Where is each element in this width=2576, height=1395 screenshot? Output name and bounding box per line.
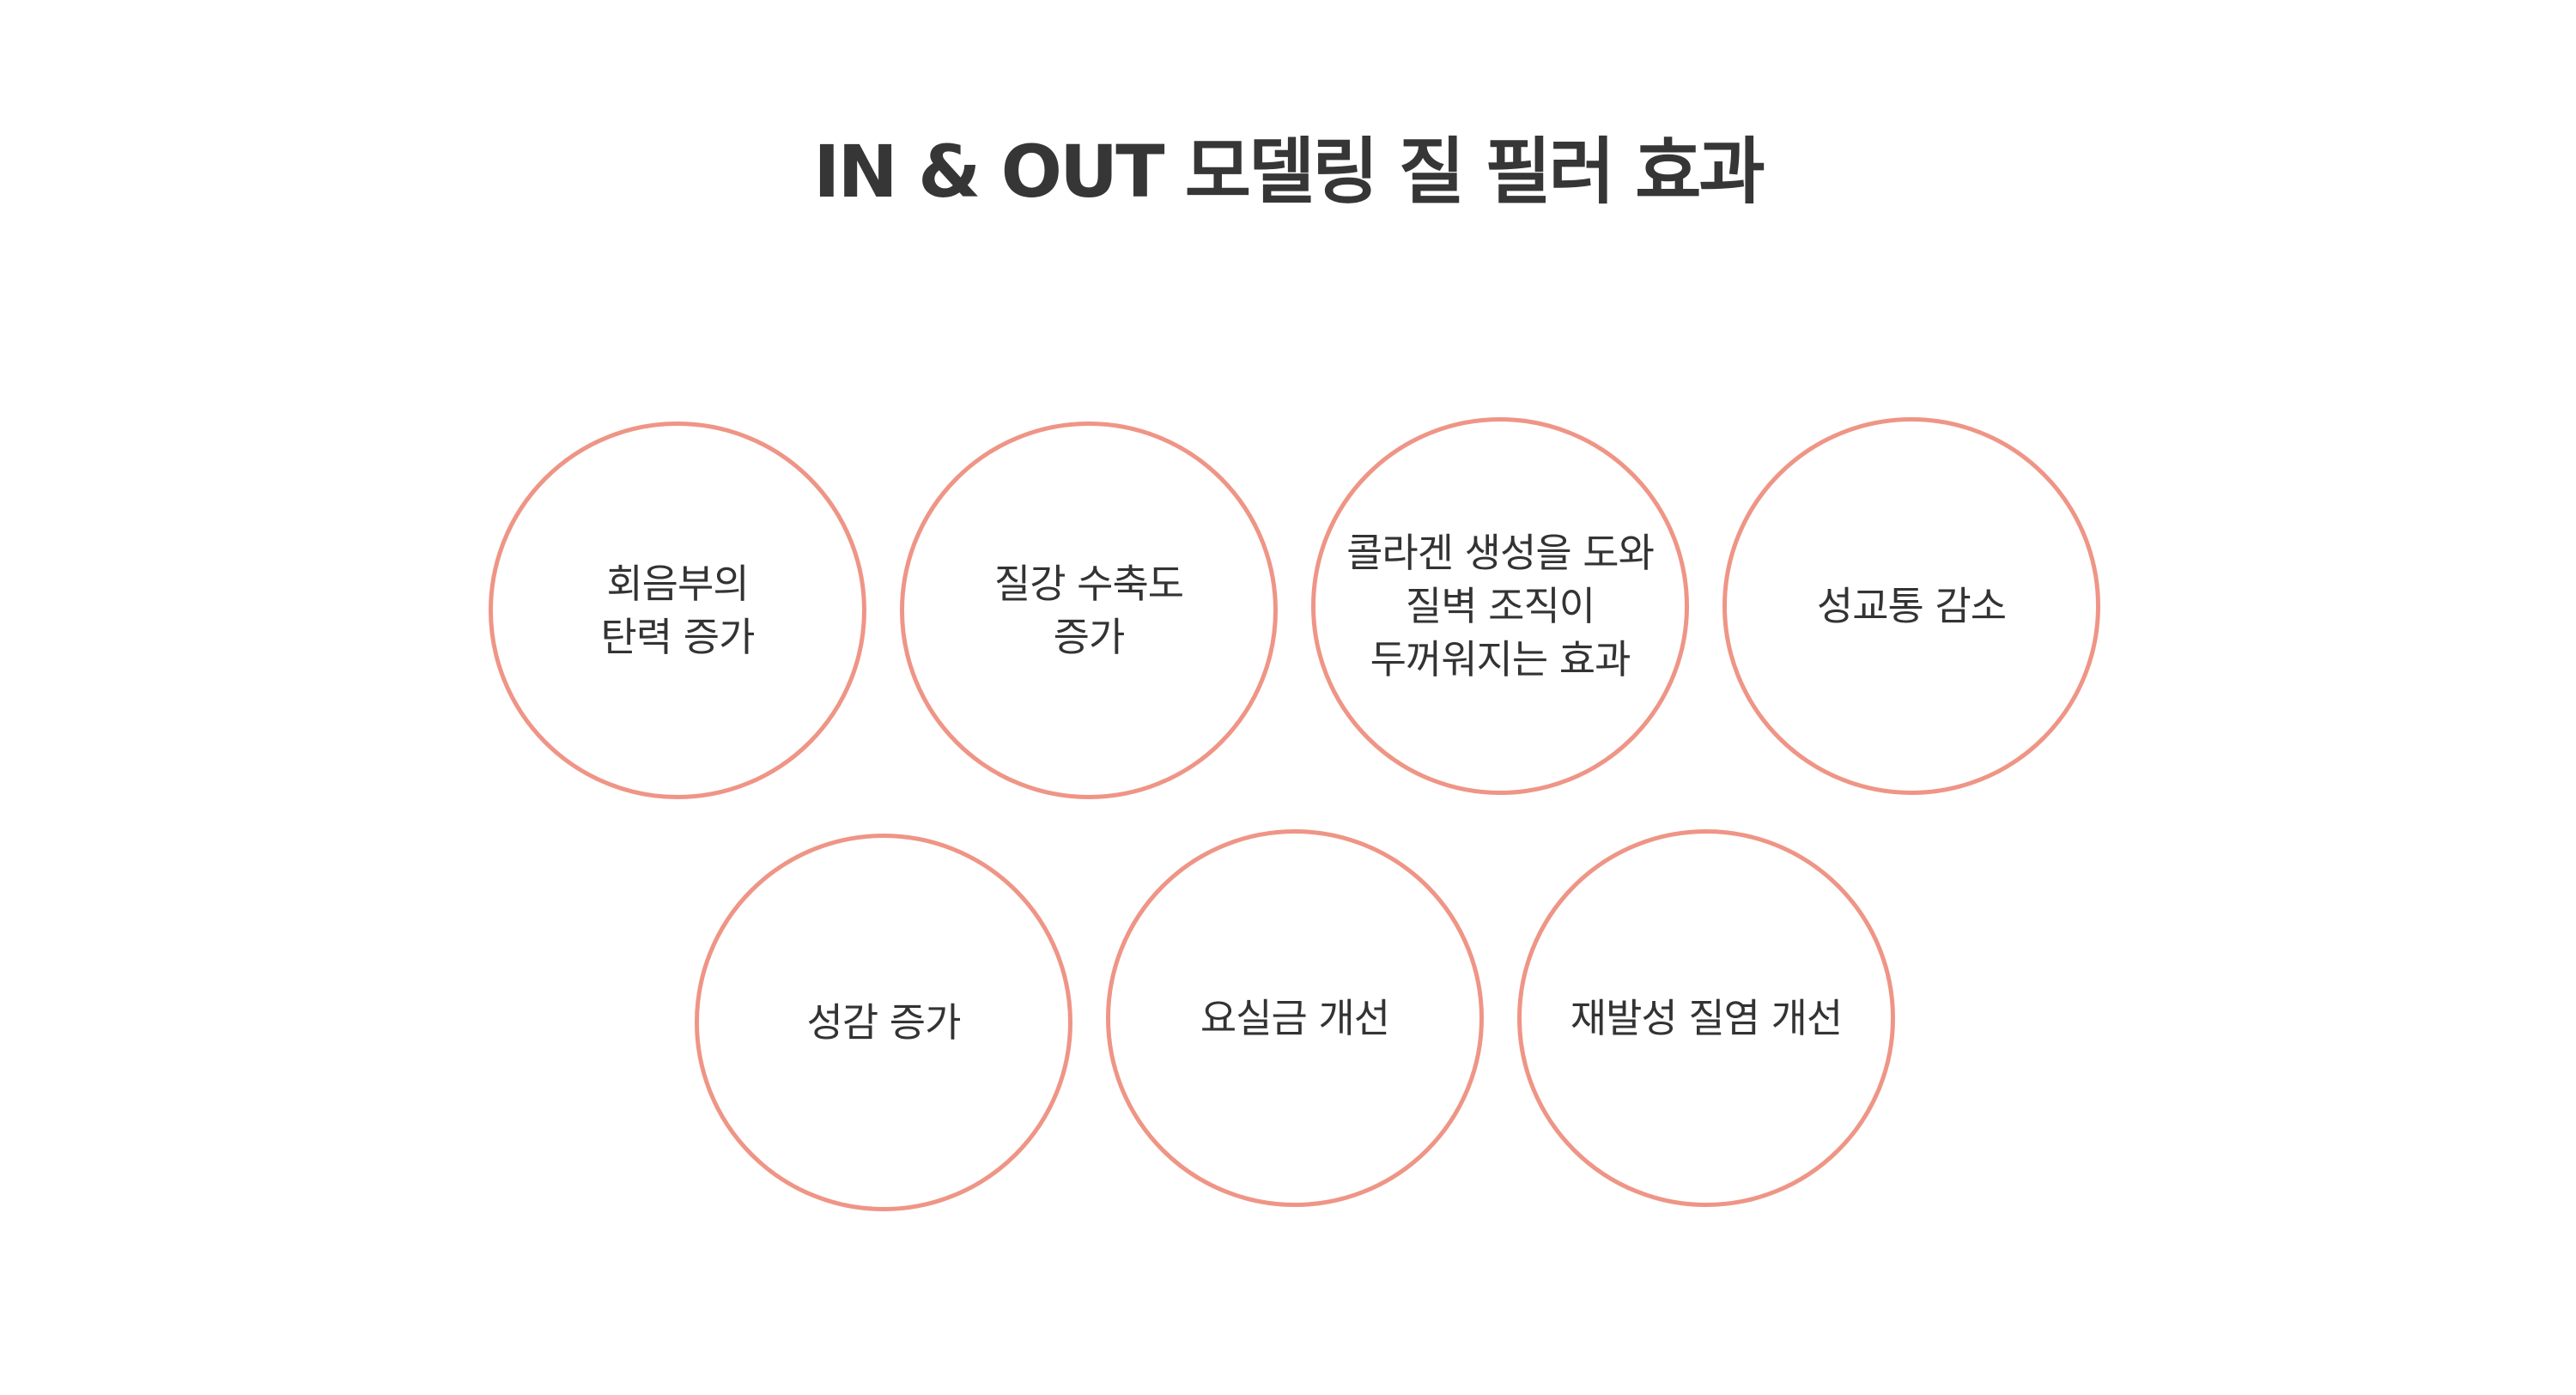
effect-circle-collagen: 콜라겐 생성을 도와 질벽 조직이 두꺼워지는 효과 xyxy=(1311,417,1689,795)
effect-circle-vaginitis: 재발성 질염 개선 xyxy=(1517,829,1895,1207)
effect-label: 재발성 질염 개선 xyxy=(1570,995,1843,1041)
effect-label: 질강 수축도 증가 xyxy=(993,561,1184,660)
effect-label: 요실금 개선 xyxy=(1200,995,1390,1041)
effect-label: 성감 증가 xyxy=(806,999,962,1046)
effect-circle-perineum-elasticity: 회음부의 탄력 증가 xyxy=(489,422,866,799)
effect-label: 성교통 감소 xyxy=(1816,583,2007,629)
page-title: IN & OUT 모델링 질 필러 효과 xyxy=(813,130,1765,214)
effect-circle-vaginal-tightening: 질강 수축도 증가 xyxy=(900,422,1278,799)
effect-circle-sensation: 성감 증가 xyxy=(695,834,1072,1211)
effect-label: 회음부의 탄력 증가 xyxy=(600,561,756,660)
effect-circle-incontinence: 요실금 개선 xyxy=(1106,829,1484,1207)
effect-label: 콜라겐 생성을 도와 질벽 조직이 두꺼워지는 효과 xyxy=(1346,530,1655,682)
effect-circle-dyspareunia: 성교통 감소 xyxy=(1722,417,2100,795)
